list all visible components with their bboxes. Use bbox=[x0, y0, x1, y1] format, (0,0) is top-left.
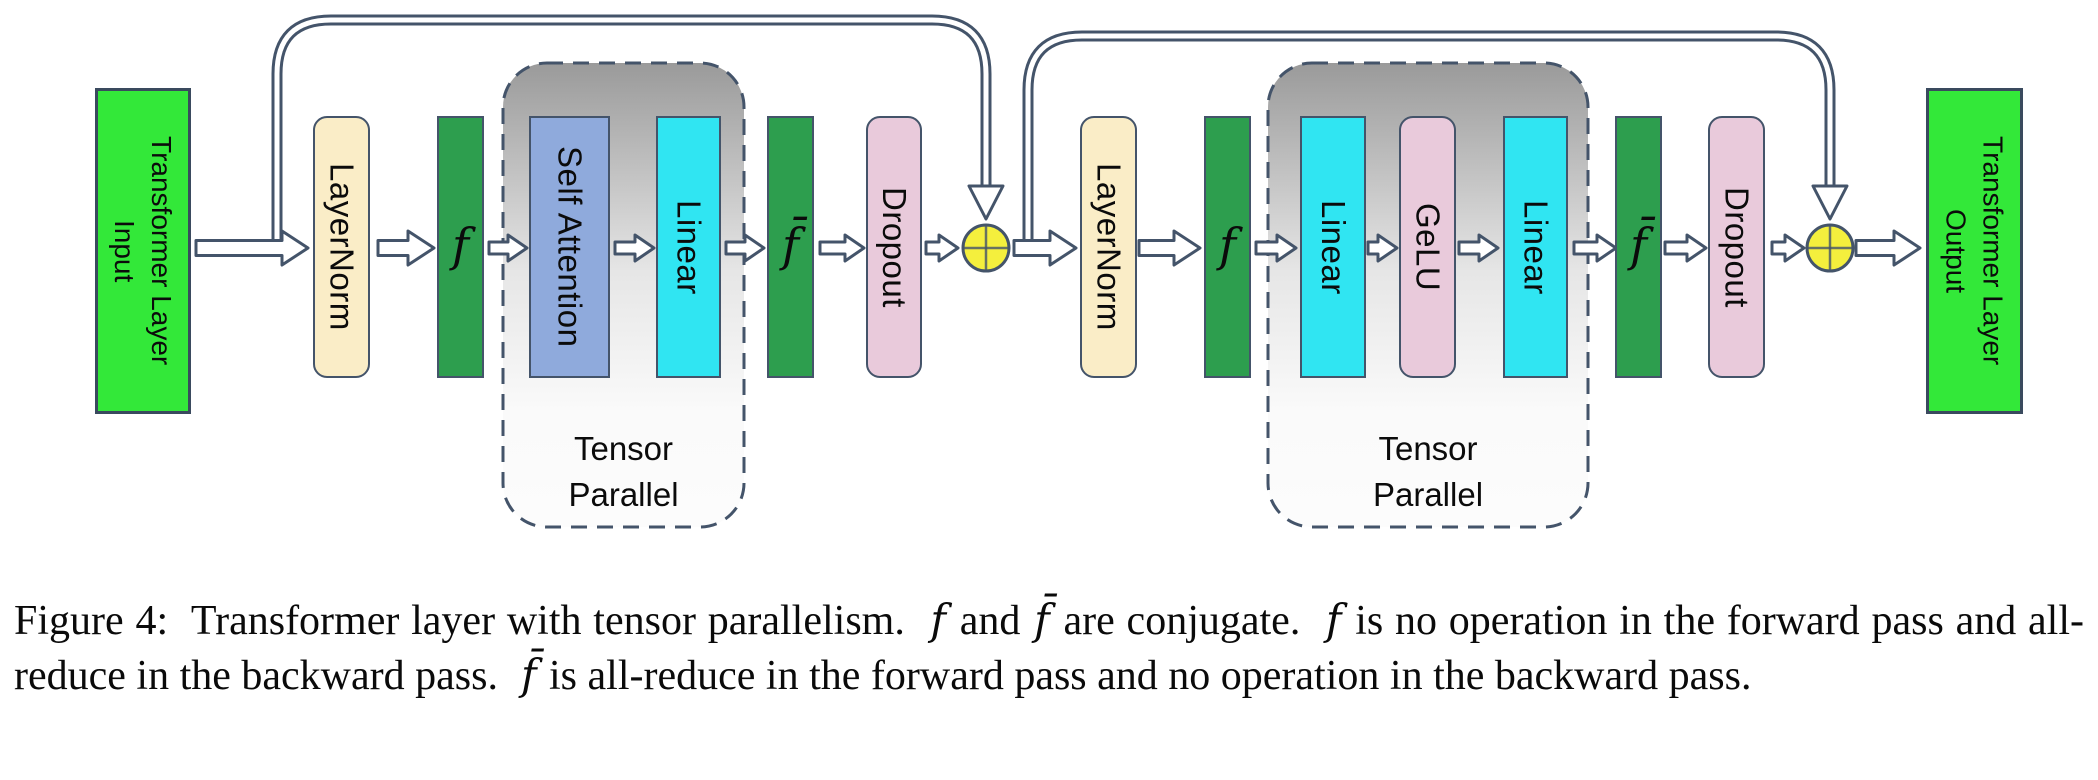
arrow-right-icon bbox=[376, 229, 436, 267]
arrow-right-icon bbox=[1012, 229, 1078, 267]
block-label: LayerNorm bbox=[323, 163, 361, 331]
block-layernorm-1: LayerNorm bbox=[313, 116, 370, 378]
arrow-right-icon bbox=[1572, 233, 1618, 263]
arrow-right-icon bbox=[1137, 229, 1202, 267]
label-line: Tensor bbox=[1378, 430, 1478, 467]
arrow-right-icon bbox=[1854, 229, 1922, 267]
plus-circle-icon bbox=[961, 223, 1011, 273]
block-label: Linear bbox=[1315, 199, 1352, 295]
plus-circle-icon bbox=[1805, 223, 1855, 273]
block-f-bar-2: f̄ bbox=[1615, 116, 1662, 378]
block-label: f bbox=[451, 218, 470, 272]
block-gelu: GeLU bbox=[1399, 116, 1456, 378]
skip-connection-2 bbox=[1022, 30, 1849, 252]
block-dropout-1: Dropout bbox=[866, 116, 922, 378]
tensor-parallel-label-2: Tensor Parallel bbox=[1268, 426, 1588, 518]
block-label: LayerNorm bbox=[1090, 163, 1128, 331]
skip-arrowhead-icon bbox=[1811, 184, 1849, 221]
arrow-right-icon bbox=[1457, 233, 1500, 263]
block-label: Transformer Layer Input bbox=[106, 136, 180, 365]
arrow-right-icon bbox=[818, 233, 866, 263]
arrow-right-icon bbox=[613, 233, 656, 263]
arrow-right-icon bbox=[487, 233, 529, 263]
caption-text: and bbox=[947, 598, 1033, 644]
block-f-bar-1: f̄ bbox=[767, 116, 814, 378]
caption-math-symbol: f̄ bbox=[520, 650, 537, 699]
caption-math-symbol: f̄ bbox=[1034, 595, 1050, 644]
label-line: Transformer Layer bbox=[1977, 136, 2009, 366]
label-line: Parallel bbox=[568, 476, 679, 513]
block-label: f̄ bbox=[781, 218, 800, 272]
block-label: Dropout bbox=[1718, 186, 1756, 308]
tensor-parallel-label-1: Tensor Parallel bbox=[503, 426, 744, 518]
caption-text: are conjugate. bbox=[1051, 598, 1324, 644]
block-transformer-output: Transformer Layer Output bbox=[1926, 88, 2023, 414]
block-dropout-2: Dropout bbox=[1708, 116, 1765, 378]
label-line: Input bbox=[109, 219, 140, 283]
block-layernorm-2: LayerNorm bbox=[1080, 116, 1137, 378]
block-label: GeLU bbox=[1409, 202, 1447, 292]
arrow-right-icon bbox=[1770, 233, 1806, 263]
label-line: Tensor bbox=[573, 430, 674, 467]
arrow-right-icon bbox=[1254, 233, 1298, 263]
caption-text: Figure 4: Transformer layer with tensor … bbox=[14, 598, 929, 644]
block-label: f bbox=[1218, 218, 1237, 272]
skip-connection-1 bbox=[271, 14, 1005, 252]
label-line: Output bbox=[1940, 208, 1972, 294]
block-f-1: f bbox=[437, 116, 484, 378]
arrow-right-icon bbox=[194, 229, 310, 267]
skip-arrowhead-icon bbox=[967, 184, 1005, 221]
block-label: Linear bbox=[1517, 199, 1555, 295]
caption-text: is all-reduce in the forward pass and no… bbox=[538, 653, 1752, 699]
arrow-right-icon bbox=[1366, 233, 1399, 263]
block-linear-1: Linear bbox=[656, 116, 721, 378]
flow-arrows bbox=[194, 229, 1922, 267]
block-label: Dropout bbox=[876, 186, 913, 308]
block-linear-2: Linear bbox=[1300, 116, 1366, 378]
label-line: Parallel bbox=[1372, 476, 1484, 513]
block-linear-3: Linear bbox=[1503, 116, 1568, 378]
figure-caption: Figure 4: Transformer layer with tensor … bbox=[14, 593, 2084, 703]
arrow-right-icon bbox=[1663, 233, 1708, 263]
caption-math-symbol: f bbox=[1325, 595, 1342, 644]
arrow-right-icon bbox=[724, 233, 766, 263]
label-line: Transformer Layer bbox=[146, 136, 177, 366]
block-label: f̄ bbox=[1629, 218, 1648, 272]
block-transformer-input: Transformer Layer Input bbox=[95, 88, 191, 414]
caption-text: is no operation in the forward pass and … bbox=[14, 598, 2084, 699]
block-label: Transformer Layer Output bbox=[1938, 136, 2012, 365]
block-self-attention: Self Attention bbox=[529, 116, 610, 378]
block-f-2: f bbox=[1204, 116, 1251, 378]
block-label: Linear bbox=[670, 199, 708, 295]
arrow-right-icon bbox=[924, 233, 960, 263]
block-label: Self Attention bbox=[551, 146, 589, 348]
caption-math-symbol: f bbox=[930, 595, 946, 644]
